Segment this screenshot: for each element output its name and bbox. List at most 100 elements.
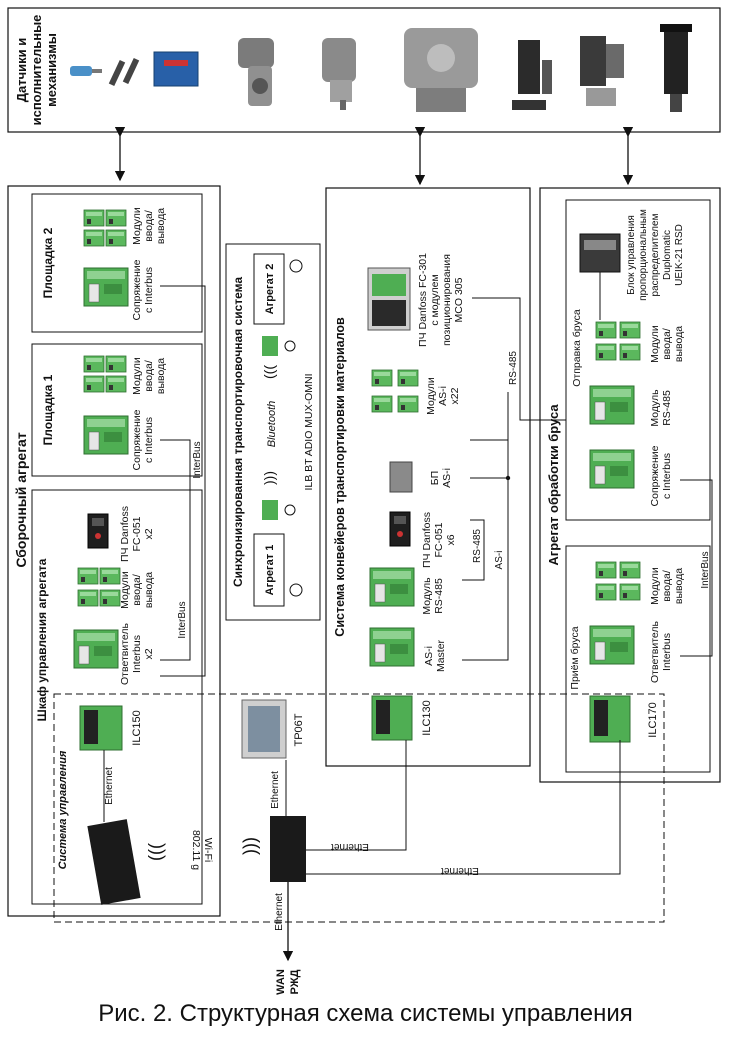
interbus-label-b: InterBus: [177, 601, 188, 638]
beam-receive-box: Приём бруса Модули ввода/ вывода Ответви…: [565, 545, 711, 773]
site2-coupler-line2: с Interbus: [143, 267, 155, 313]
ilc170-plc-icon: [589, 695, 631, 743]
beam-receive-title: Приём бруса: [569, 626, 581, 689]
bt-device-label: ILB BT ADIO MUX-OMNI: [303, 373, 315, 490]
cabinet-branch-line3: x2: [143, 648, 155, 659]
site2-io-line3: вывода: [155, 208, 167, 244]
assembly-unit: Сборочный агрегат Площадка 2 Модули ввод…: [7, 185, 221, 917]
send-io-line3: вывода: [673, 326, 685, 362]
eth-ilc130-label: Ethernet: [331, 841, 369, 852]
cabinet-drive-line1: ПЧ Danfoss: [119, 506, 131, 562]
bt-module-icon-2: [262, 336, 296, 356]
conv-drive-line2: FC-051: [433, 522, 445, 557]
cabinet-drive-line3: x2: [143, 528, 155, 539]
servo-motor-icon: [404, 28, 478, 112]
beam-title: Агрегат обработки бруса: [546, 404, 561, 566]
motor-icon: [322, 38, 356, 110]
wan-label: WAN: [275, 969, 287, 995]
asi-master-line2: Master: [435, 639, 447, 672]
wireless-icon-1: ))): [261, 471, 277, 485]
site1-io-line2: ввода/: [143, 360, 155, 392]
sensor-cylinder-icon: [70, 66, 102, 76]
tp06t-label: TP06T: [293, 713, 305, 746]
site2-box: Площадка 2 Модули ввода/ вывода Сопряжен…: [31, 193, 203, 333]
eth-panel-label: Ethernet: [270, 771, 281, 809]
touch-panel-icon: [241, 699, 287, 759]
send-rs485-line2: RS-485: [661, 390, 673, 426]
cabinet-io-line2: ввода/: [131, 574, 143, 606]
asi-modules-line1: Модули: [425, 377, 437, 415]
block-line2: пропорциональным: [638, 209, 649, 301]
site1-title: Площадка 1: [41, 374, 55, 445]
recv-io-line1: Модули: [649, 567, 661, 605]
site1-io-line3: вывода: [155, 358, 167, 394]
recv-io-line2: ввода/: [661, 570, 673, 602]
figure-caption: Рис. 2. Структурная схема системы управл…: [98, 1000, 633, 1027]
block-line1: Блок управления: [626, 215, 637, 295]
proportional-valve-icon: [580, 36, 624, 106]
gear-motor-icon: [238, 38, 274, 106]
send-coupler-line1: Сопряжение: [649, 445, 661, 506]
block-line5: UEIK-21 RSD: [674, 224, 685, 286]
sensors-title-line1: Датчики и: [14, 38, 29, 103]
cabinet-branch-line2: Interbus: [131, 635, 143, 673]
beam-send-title: Отправка бруса: [571, 309, 583, 387]
rzd-label: РЖД: [289, 969, 301, 994]
conv-drive-line1: ПЧ Danfoss: [421, 512, 433, 568]
proportional-control-block-icon: [579, 233, 621, 273]
recv-io-line3: вывода: [673, 568, 685, 604]
asi-modules-line3: x22: [449, 387, 461, 404]
fc301-line3: позиционирования: [441, 254, 453, 346]
cabinet-drive-line2: FC-051: [131, 516, 143, 551]
asi-psu-line2: AS-i: [441, 468, 453, 488]
asi-modules-line2: AS-i: [437, 386, 449, 406]
site2-io-line1: Модули: [131, 207, 143, 245]
cabinet-io-line3: вывода: [143, 572, 155, 608]
router-left-icon: [87, 819, 141, 905]
hydraulic-cylinder-icon: [660, 24, 692, 112]
wireless-icon-2: (((: [261, 365, 277, 379]
eth-ilc170-label: Ethernet: [441, 865, 479, 876]
beam-processing-box: Агрегат обработки бруса Отправка бруса Б…: [539, 187, 721, 783]
send-coupler-line2: с Interbus: [661, 453, 673, 499]
conv-rs485-line1: Модуль: [421, 577, 433, 615]
photo-sensor-icon: [153, 51, 199, 87]
control-system-area: Система управления ))) Wi-Fi 802.11 g Et…: [53, 693, 665, 995]
beam-interbus-label: InterBus: [700, 551, 711, 588]
assembly-title: Сборочный агрегат: [13, 432, 29, 567]
fc301-drive-icon: [367, 267, 411, 331]
send-io-line2: ввода/: [661, 328, 673, 360]
interbus-label-a: InterBus: [192, 441, 203, 478]
sync-transport-box: Синхронизированная транспортировочная си…: [225, 243, 321, 621]
rs485-link-label: RS-485: [508, 351, 519, 385]
conv-drive-line3: x6: [445, 534, 457, 545]
cabinet-branch-line1: Ответвитель: [119, 622, 131, 684]
ilc170-label: ILC170: [647, 702, 659, 737]
asi-psu-icon: [389, 461, 413, 493]
fc301-line4: MCO 305: [453, 277, 465, 322]
send-rs485-line1: Модуль: [649, 389, 661, 427]
ilc130-label: ILC130: [421, 700, 433, 735]
sensors-title-line2: исполнительные: [29, 15, 44, 126]
block-line3: распределителем: [650, 213, 661, 296]
fc301-line2: с модулем: [429, 274, 441, 325]
block-line4: Duplomatic: [662, 230, 673, 280]
structure-diagram: Датчики и исполнительные механизмы Сборо…: [7, 7, 721, 995]
asi-psu-line1: БП: [429, 471, 441, 485]
proximity-sensor-icon: [108, 57, 140, 87]
wifi-line2: 802.11 g: [190, 830, 202, 870]
router-center-icon: [270, 816, 306, 882]
bt-module-icon-1: [262, 500, 296, 520]
beam-send-box: Отправка бруса Блок управления пропорцио…: [565, 199, 711, 521]
site2-coupler-line1: Сопряжение: [131, 259, 143, 320]
wireless-center-icon: ))): [240, 837, 260, 855]
site1-coupler-line1: Сопряжение: [131, 409, 143, 470]
fc301-line1: ПЧ Danfoss FC-301: [417, 253, 429, 347]
asi-bus-label: AS-i: [494, 551, 505, 570]
site1-box: Площадка 1 Модули ввода/ вывода Сопряжен…: [31, 343, 203, 477]
ilc150-label: ILC150: [131, 710, 143, 745]
sensors-title-line3: механизмы: [44, 33, 59, 107]
cabinet-box: Шкаф управления агрегата ПЧ Danfoss FC-0…: [31, 489, 203, 905]
ilc130-plc-icon: [371, 695, 413, 741]
conv-rs485-bus-label: RS-485: [472, 529, 483, 563]
